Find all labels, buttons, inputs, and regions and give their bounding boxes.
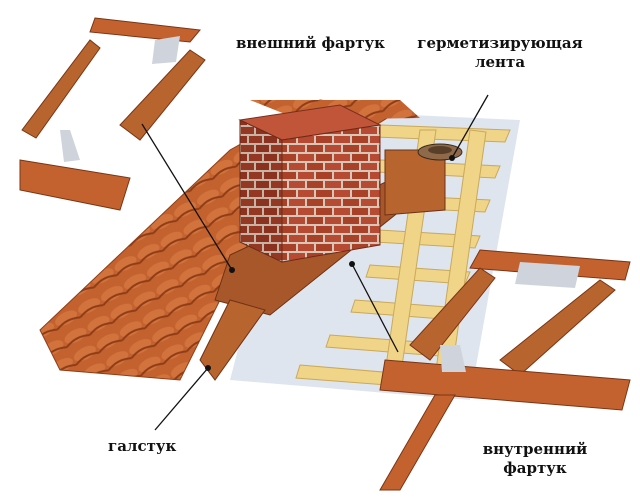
label-sealing-tape-line1: герметизирующая bbox=[417, 34, 583, 52]
label-inner-apron: внутренний фартук bbox=[470, 440, 600, 478]
label-outer-apron: внешний фартук bbox=[236, 34, 385, 52]
outer-apron-part bbox=[19, 17, 206, 211]
brick-chimney bbox=[238, 104, 382, 263]
leader-lines bbox=[141, 94, 489, 431]
label-sealing-tape: герметизирующая лента bbox=[410, 34, 590, 72]
label-inner-apron-line2: фартук bbox=[503, 459, 567, 477]
label-sealing-tape-line2: лента bbox=[474, 53, 526, 71]
label-inner-apron-line1: внутренний bbox=[482, 440, 588, 458]
leader-dots bbox=[205, 155, 455, 371]
label-tie: галстук bbox=[108, 437, 177, 455]
inner-apron-part bbox=[379, 249, 631, 491]
